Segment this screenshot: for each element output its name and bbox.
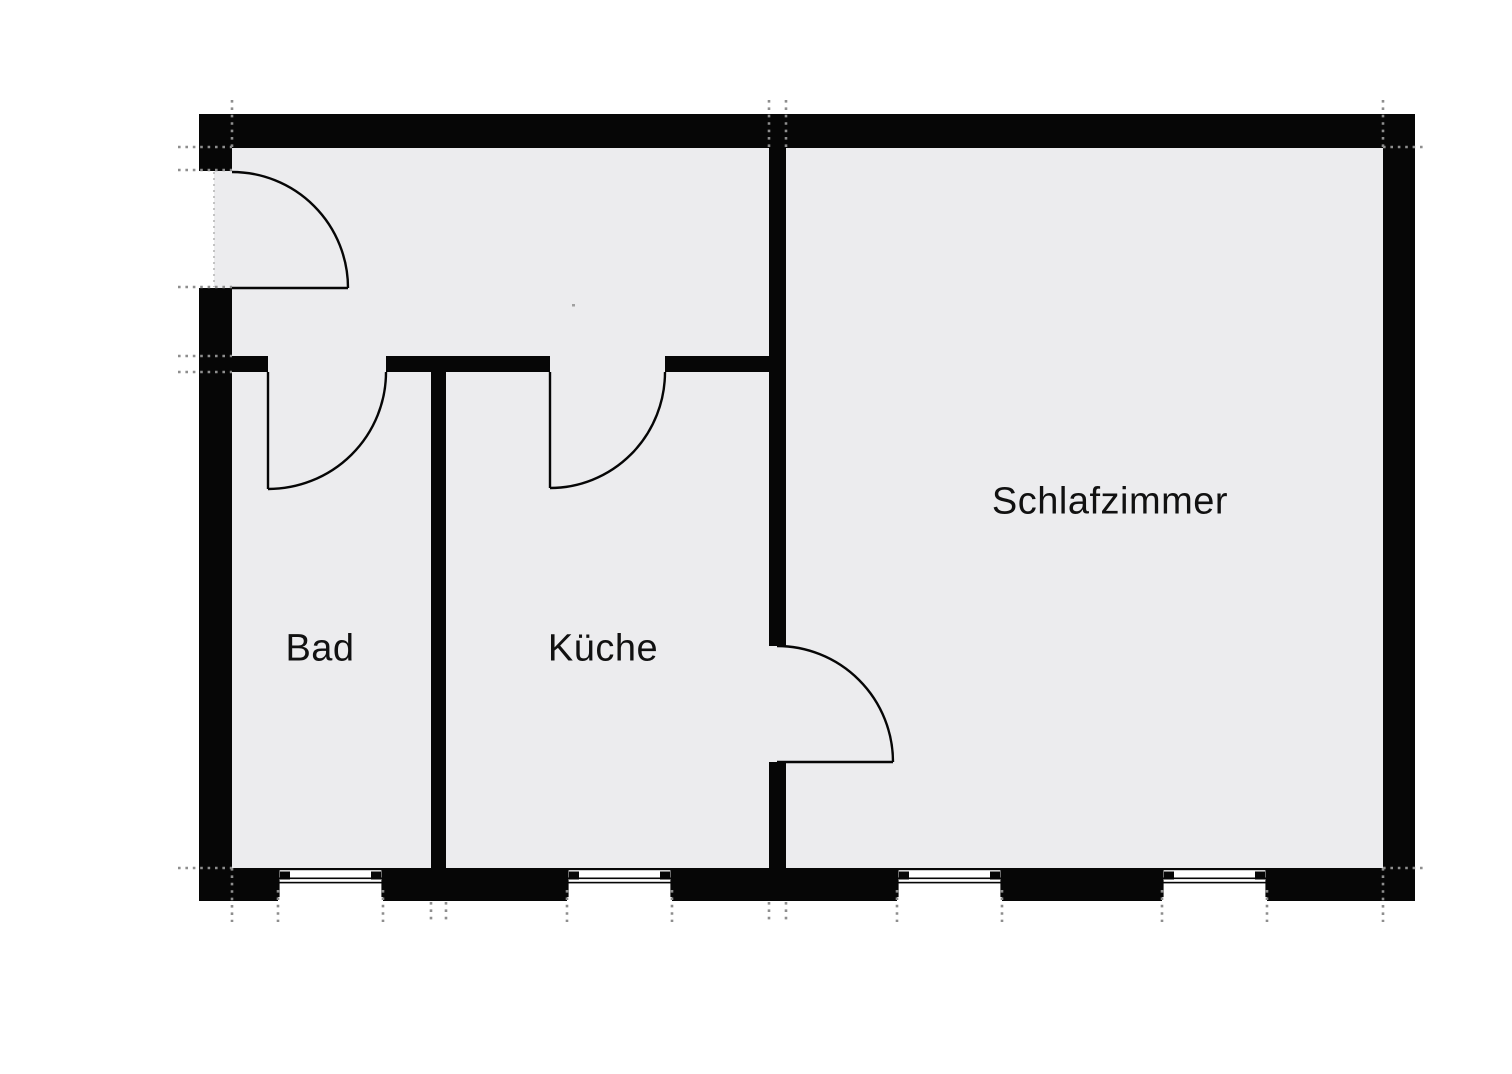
guide-lines bbox=[178, 100, 1425, 922]
hall-wall-segment-middle bbox=[386, 356, 550, 372]
window-bad bbox=[278, 868, 383, 901]
room-hallway bbox=[232, 147, 769, 356]
room-kueche bbox=[446, 372, 769, 868]
window-schlafzimmer-right bbox=[1162, 868, 1267, 901]
artifact-dot bbox=[572, 304, 575, 307]
room-label-schlafzimmer: Schlafzimmer bbox=[991, 480, 1229, 523]
bad-door-arc bbox=[267, 371, 388, 491]
schlafzimmer-wall-lower bbox=[769, 762, 786, 868]
window-kueche bbox=[567, 868, 672, 901]
room-label-bad: Bad bbox=[285, 627, 355, 670]
exterior-wall-top bbox=[199, 114, 1415, 148]
hall-wall-segment-right bbox=[665, 356, 769, 372]
room-bad bbox=[232, 372, 431, 868]
entrance-threshold bbox=[214, 171, 232, 288]
exterior-wall-left-upper bbox=[199, 114, 232, 171]
floor-area bbox=[232, 147, 1383, 868]
window-schlafzimmer-left bbox=[897, 868, 1002, 901]
bad-door bbox=[266, 371, 388, 491]
schlafzimmer-door bbox=[776, 644, 895, 764]
bad-kueche-divider-wall bbox=[431, 356, 446, 868]
exterior-wall-right bbox=[1383, 114, 1415, 901]
entrance-door-arc bbox=[231, 170, 350, 289]
schlafzimmer-door-arc bbox=[776, 644, 895, 763]
kueche-door bbox=[548, 371, 667, 490]
hall-wall-segment-left bbox=[232, 356, 268, 372]
exterior-wall-left-lower bbox=[199, 288, 232, 901]
schlafzimmer-wall-upper bbox=[769, 148, 786, 646]
entrance-door bbox=[231, 170, 350, 290]
room-label-kueche: Küche bbox=[547, 627, 659, 670]
kueche-door-arc bbox=[549, 371, 667, 490]
